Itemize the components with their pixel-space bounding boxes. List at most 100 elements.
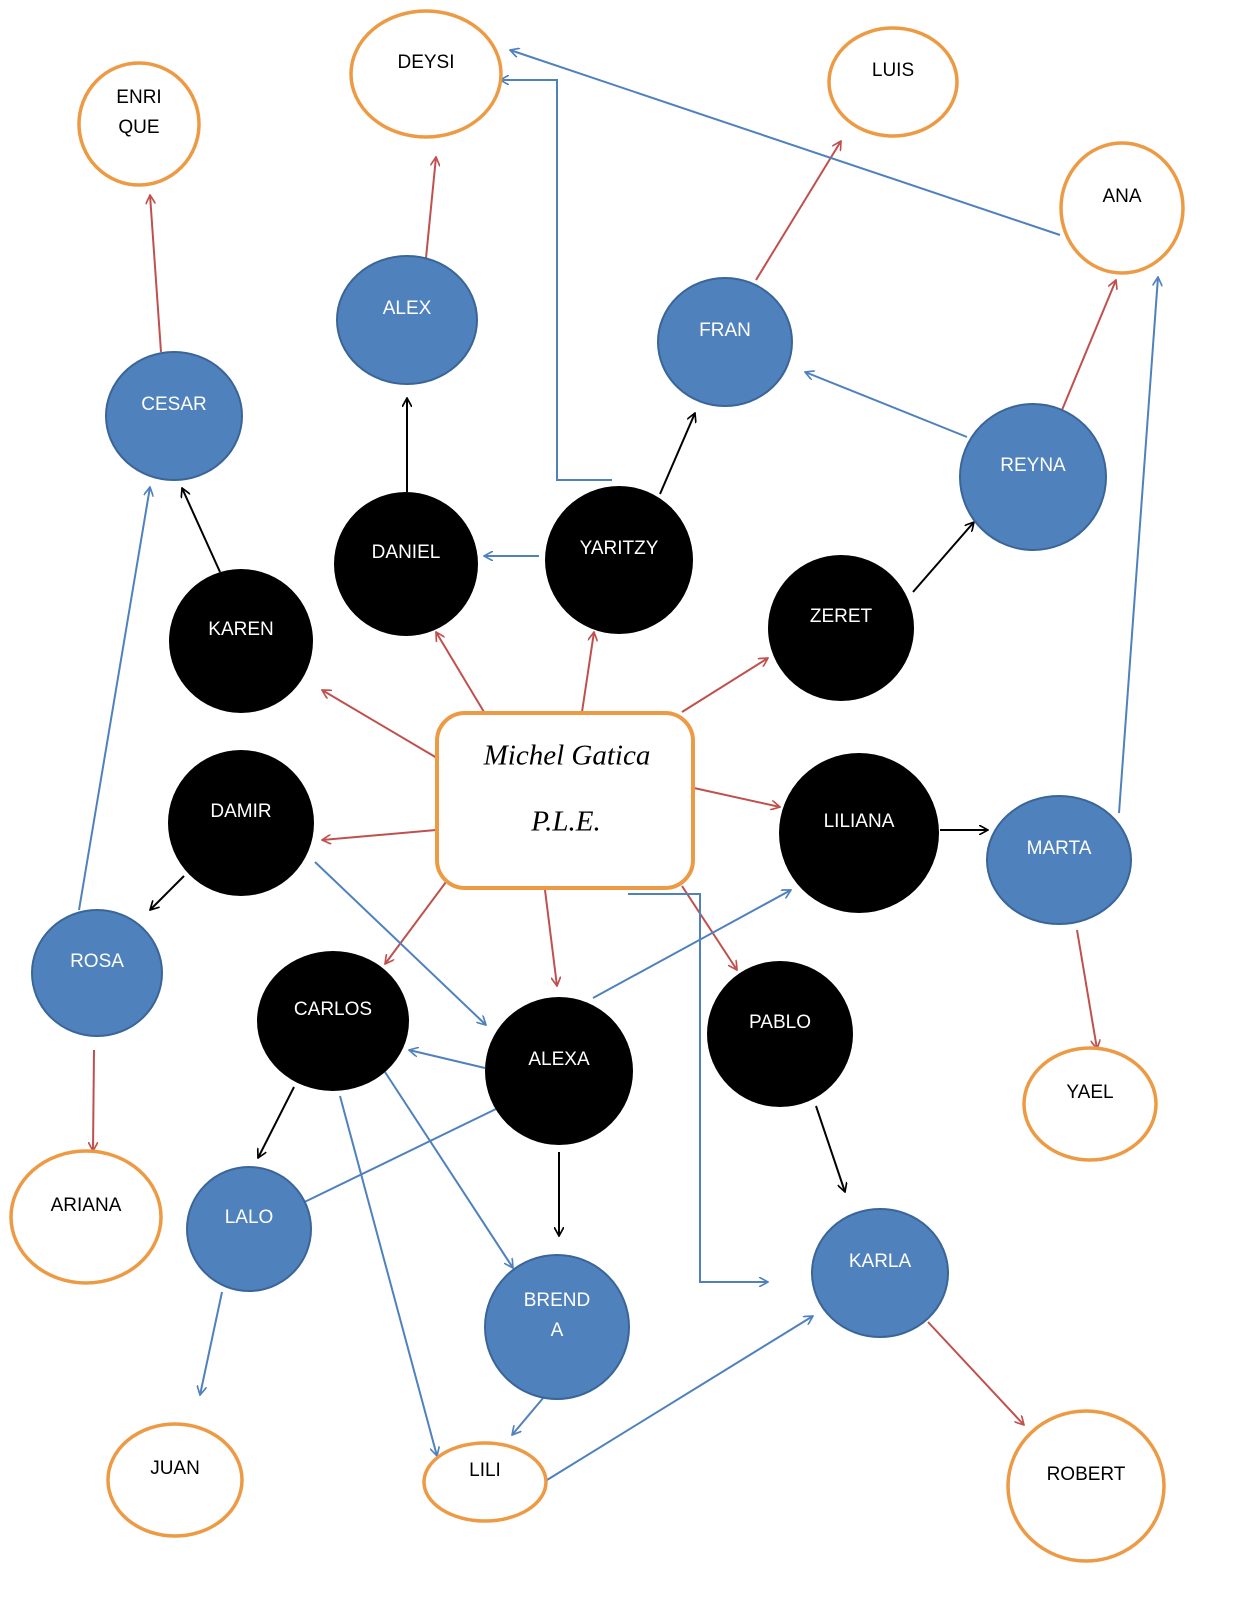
node-carlos-label: CARLOS — [294, 999, 372, 1020]
edge-fran-luis — [755, 141, 841, 281]
node-lili-label: LILI — [469, 1460, 501, 1481]
node-daniel: DANIEL — [334, 492, 478, 636]
node-luis: LUIS — [827, 26, 959, 138]
edge-center-damir — [322, 829, 437, 840]
node-deysi-label: DEYSI — [397, 52, 454, 73]
node-liliana: LILIANA — [779, 753, 939, 913]
node-alex-shape — [336, 255, 478, 385]
node-lili: LILI — [422, 1441, 548, 1523]
center-box — [435, 711, 695, 890]
node-carlos: CARLOS — [257, 951, 409, 1091]
edge-center-carlos — [385, 881, 447, 964]
edge-rosa-cesar — [78, 487, 150, 911]
node-yaritzy: YARITZY — [545, 486, 693, 634]
node-karla-shape — [811, 1208, 949, 1338]
node-pablo-shape — [707, 961, 853, 1107]
node-daniel-label: DANIEL — [372, 542, 441, 563]
edge-pablo-karla — [815, 1105, 845, 1192]
edge-reyna-fran — [805, 372, 968, 438]
node-yael: YAEL — [1022, 1046, 1158, 1162]
edge-lili-karla — [546, 1316, 813, 1481]
node-robert-shape — [1006, 1409, 1166, 1563]
edge-marta-ana — [1118, 277, 1158, 814]
node-alexa-shape — [485, 997, 633, 1145]
edge-center-daniel — [436, 632, 485, 713]
node-damir-label: DAMIR — [210, 801, 271, 822]
node-brenda-shape — [484, 1254, 630, 1400]
node-yael-label: YAEL — [1066, 1082, 1113, 1103]
node-zeret-label: ZERET — [810, 606, 873, 627]
node-alex-label: ALEX — [383, 298, 432, 319]
node-reyna-shape — [959, 403, 1107, 551]
node-ana-shape — [1059, 141, 1185, 275]
node-ana: ANA — [1059, 141, 1185, 275]
edge-lalo-juan — [200, 1291, 223, 1395]
node-juan: JUAN — [106, 1422, 244, 1538]
node-liliana-shape — [779, 753, 939, 913]
node-lalo-shape — [186, 1166, 312, 1292]
node-deysi: DEYSI — [349, 9, 503, 139]
node-karen-shape — [169, 569, 313, 713]
node-cesar-label: CESAR — [141, 394, 206, 415]
edge-center-karla — [628, 893, 768, 1282]
node-yaritzy-shape — [545, 486, 693, 634]
node-carlos-shape — [257, 951, 409, 1091]
edge-carlos-lili — [339, 1095, 437, 1456]
edge-marta-yael — [1076, 929, 1097, 1049]
node-fran: FRAN — [657, 277, 793, 407]
edge-alexa-lalo — [288, 1107, 499, 1210]
center-title: Michel Gatica — [483, 740, 651, 772]
node-reyna: REYNA — [959, 403, 1107, 551]
node-karla-label: KARLA — [849, 1251, 912, 1272]
node-alexa-label: ALEXA — [528, 1049, 590, 1070]
node-marta-label: MARTA — [1027, 838, 1092, 859]
node-juan-label: JUAN — [150, 1458, 200, 1479]
node-ariana: ARIANA — [9, 1149, 163, 1285]
node-zeret-shape — [768, 555, 914, 701]
edge-carlos-lalo — [258, 1086, 295, 1158]
edge-damir-alexa — [314, 861, 486, 1025]
node-ariana-label: ARIANA — [51, 1195, 122, 1216]
edge-alexa-liliana — [592, 889, 791, 999]
node-karla: KARLA — [811, 1208, 949, 1338]
node-luis-label: LUIS — [872, 60, 914, 81]
node-enrique-shape — [77, 61, 201, 187]
edge-brenda-lili — [512, 1396, 545, 1435]
node-enrique-label: QUE — [118, 117, 159, 138]
node-damir: DAMIR — [168, 750, 314, 896]
node-rosa: ROSA — [31, 909, 163, 1037]
edge-damir-rosa — [150, 875, 185, 910]
node-fran-shape — [657, 277, 793, 407]
node-lili-shape — [422, 1441, 548, 1523]
edge-center-liliana — [693, 787, 780, 807]
node-pablo: PABLO — [707, 961, 853, 1107]
node-zeret: ZERET — [768, 555, 914, 701]
node-brenda-label: BREND — [524, 1290, 591, 1311]
node-brenda: BREND A — [484, 1254, 630, 1400]
edge-center-pablo — [681, 885, 737, 970]
center-node: Michel Gatica P.L.E. — [435, 711, 695, 890]
edge-ana-deysi — [510, 50, 1061, 236]
node-reyna-label: REYNA — [1000, 455, 1066, 476]
node-brenda-label: A — [551, 1320, 564, 1341]
node-pablo-label: PABLO — [749, 1012, 811, 1033]
node-fran-label: FRAN — [699, 320, 751, 341]
edge-reyna-ana — [1061, 280, 1116, 411]
node-enrique: ENRI QUE — [77, 61, 201, 187]
node-liliana-label: LILIANA — [824, 811, 895, 832]
node-alex: ALEX — [336, 255, 478, 385]
edge-center-zeret — [681, 658, 768, 713]
edge-alexa-carlos — [409, 1050, 486, 1069]
node-rosa-label: ROSA — [70, 951, 124, 972]
node-lalo: LALO — [186, 1166, 312, 1292]
node-juan-shape — [106, 1422, 244, 1538]
node-yael-shape — [1022, 1046, 1158, 1162]
edge-karla-robert — [927, 1321, 1024, 1425]
node-yaritzy-label: YARITZY — [580, 538, 659, 559]
edge-cesar-enrique — [150, 195, 162, 353]
node-enrique-label: ENRI — [116, 87, 161, 108]
node-rosa-shape — [31, 909, 163, 1037]
node-karen: KAREN — [169, 569, 313, 713]
edge-carlos-brenda — [384, 1071, 513, 1268]
